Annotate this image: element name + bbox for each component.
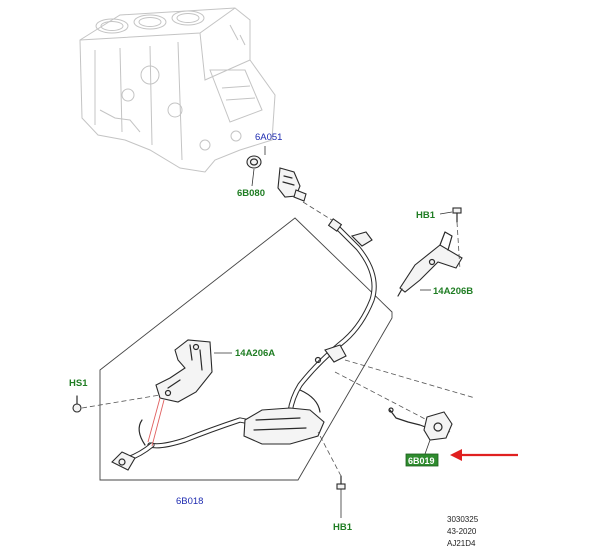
bracket-14A206A [155,339,213,403]
hose-assembly-6B018 [111,218,377,471]
leader-hb1-top [439,211,453,215]
callout-6B019-highlight: 6B019 [405,453,439,467]
bracket-hose-link [147,397,165,447]
callout-14A206B: 14A206B [433,286,473,297]
leader-6B080 [251,168,255,187]
sensor-adapter-part [246,155,307,202]
alignment-line-mid [344,359,476,399]
engine-block-illustration [79,7,276,173]
reference-line-1: 3030325 [447,515,479,524]
bolt-hb1-top [452,207,462,223]
bolt-hb1-bottom [336,475,346,490]
callout-hb1-bottom: HB1 [333,522,353,533]
reference-line-3: AJ21D4 [447,539,476,548]
callout-14A206A: 14A206A [235,348,275,359]
alignment-line-hb1-bottom [317,431,342,477]
sensor-6B019 [388,407,453,441]
callout-hs1: HS1 [69,378,88,389]
reference-line-2: 43-2020 [447,527,477,536]
bracket-14A206B [397,231,463,297]
callout-6B080: 6B080 [237,188,265,199]
alignment-line-hb1 [456,221,461,271]
alignment-line-upper [302,201,336,223]
callout-6B018: 6B018 [176,496,203,507]
callout-hb1-top: HB1 [416,210,436,221]
callout-6A051: 6A051 [255,132,282,143]
assembly-frame [99,217,393,481]
bolt-hs1 [72,395,82,413]
pointer-arrow [450,449,518,461]
alignment-line-hs1 [81,394,161,409]
callout-6B019: 6B019 [408,456,435,466]
leader-6B019 [424,439,431,455]
